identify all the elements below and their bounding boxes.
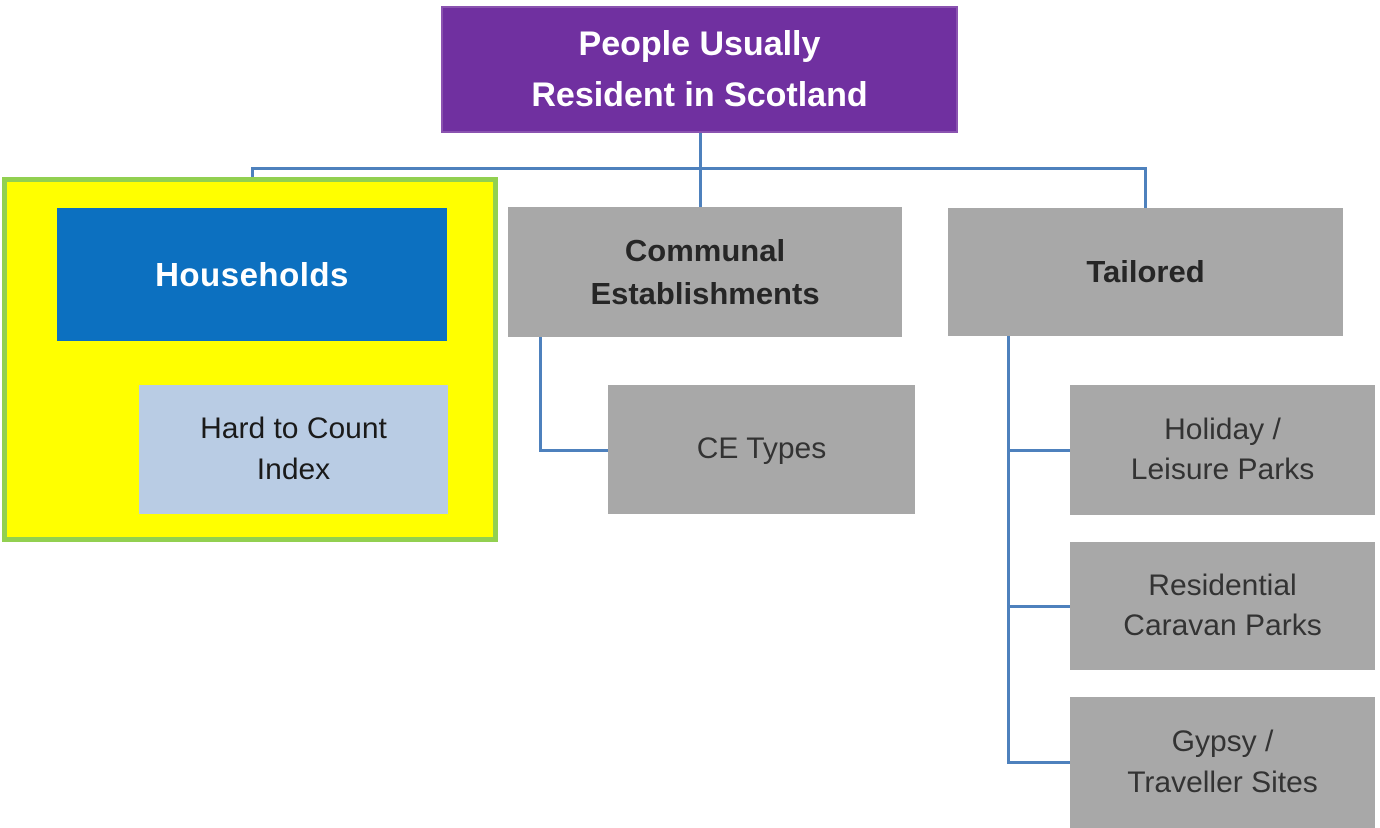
connector-drop-tailored: [1144, 167, 1147, 210]
node-gypsy-traveller-sites: Gypsy / Traveller Sites: [1070, 697, 1375, 828]
connector-tailored-stub-gypsy: [1007, 761, 1070, 764]
node-households: Households: [57, 208, 447, 341]
node-holiday-leisure-parks: Holiday / Leisure Parks: [1070, 385, 1375, 515]
connector-tailored-stub-holiday: [1007, 449, 1070, 452]
connector-communal-elbow-vertical: [539, 337, 542, 452]
connector-tailored-stub-residential: [1007, 605, 1070, 608]
connector-root-stem: [699, 133, 702, 209]
connector-horizontal-bus: [251, 167, 1147, 170]
node-hard-to-count-index: Hard to Count Index: [139, 385, 448, 514]
root-node-people-usually-resident: People Usually Resident in Scotland: [441, 6, 958, 133]
node-ce-types: CE Types: [608, 385, 915, 514]
node-tailored: Tailored: [948, 208, 1343, 336]
connector-communal-elbow-horizontal: [539, 449, 608, 452]
connector-tailored-elbow-vertical: [1007, 336, 1010, 764]
node-communal-establishments: Communal Establishments: [508, 207, 902, 337]
node-residential-caravan-parks: Residential Caravan Parks: [1070, 542, 1375, 670]
